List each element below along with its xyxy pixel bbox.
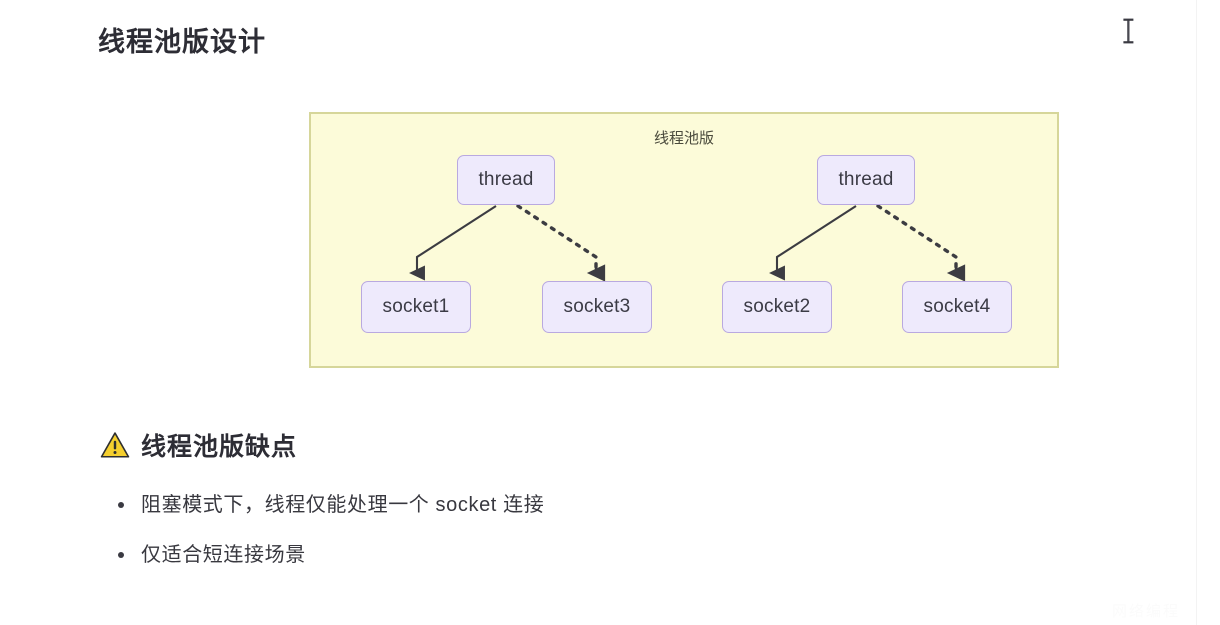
list-item: 阻塞模式下，线程仅能处理一个 socket 连接 (104, 490, 544, 520)
bullet-dot-icon (118, 502, 124, 508)
page-title: 线程池版设计 (98, 27, 266, 57)
edge-threadright-socket2 (769, 205, 857, 281)
edge-threadright-socket4 (876, 204, 966, 282)
text-ibeam-cursor (1122, 18, 1135, 44)
watermark: 网络编程 (1111, 603, 1180, 620)
list-item: 仅适合短连接场景 (104, 540, 544, 570)
diagram-node-socket1[interactable]: socket1 (361, 281, 471, 333)
drawback-list: 阻塞模式下，线程仅能处理一个 socket 连接 仅适合短连接场景 (104, 490, 544, 590)
edge-threadleft-socket3 (516, 204, 606, 282)
warning-heading-text: 线程池版缺点 (141, 433, 298, 461)
bullet-dot-icon (118, 552, 124, 558)
diagram-node-socket4[interactable]: socket4 (902, 281, 1012, 333)
diagram-node-thread-left[interactable]: thread (457, 155, 555, 205)
diagram-node-thread-right[interactable]: thread (817, 155, 915, 205)
diagram-title-label: 线程池版 (653, 130, 714, 147)
diagram-node-socket2[interactable]: socket2 (722, 281, 832, 333)
list-item-text: 仅适合短连接场景 (141, 544, 306, 566)
page-right-gutter (1198, 0, 1220, 625)
list-item-text: 阻塞模式下，线程仅能处理一个 socket 连接 (141, 494, 545, 516)
edge-threadleft-socket1 (409, 205, 497, 281)
thread-pool-diagram: 线程池版 (309, 112, 1059, 368)
warning-triangle-icon (100, 432, 130, 458)
diagram-edges-svg (409, 204, 966, 282)
warning-heading: 线程池版缺点 (100, 427, 297, 463)
diagram-node-socket3[interactable]: socket3 (542, 281, 652, 333)
